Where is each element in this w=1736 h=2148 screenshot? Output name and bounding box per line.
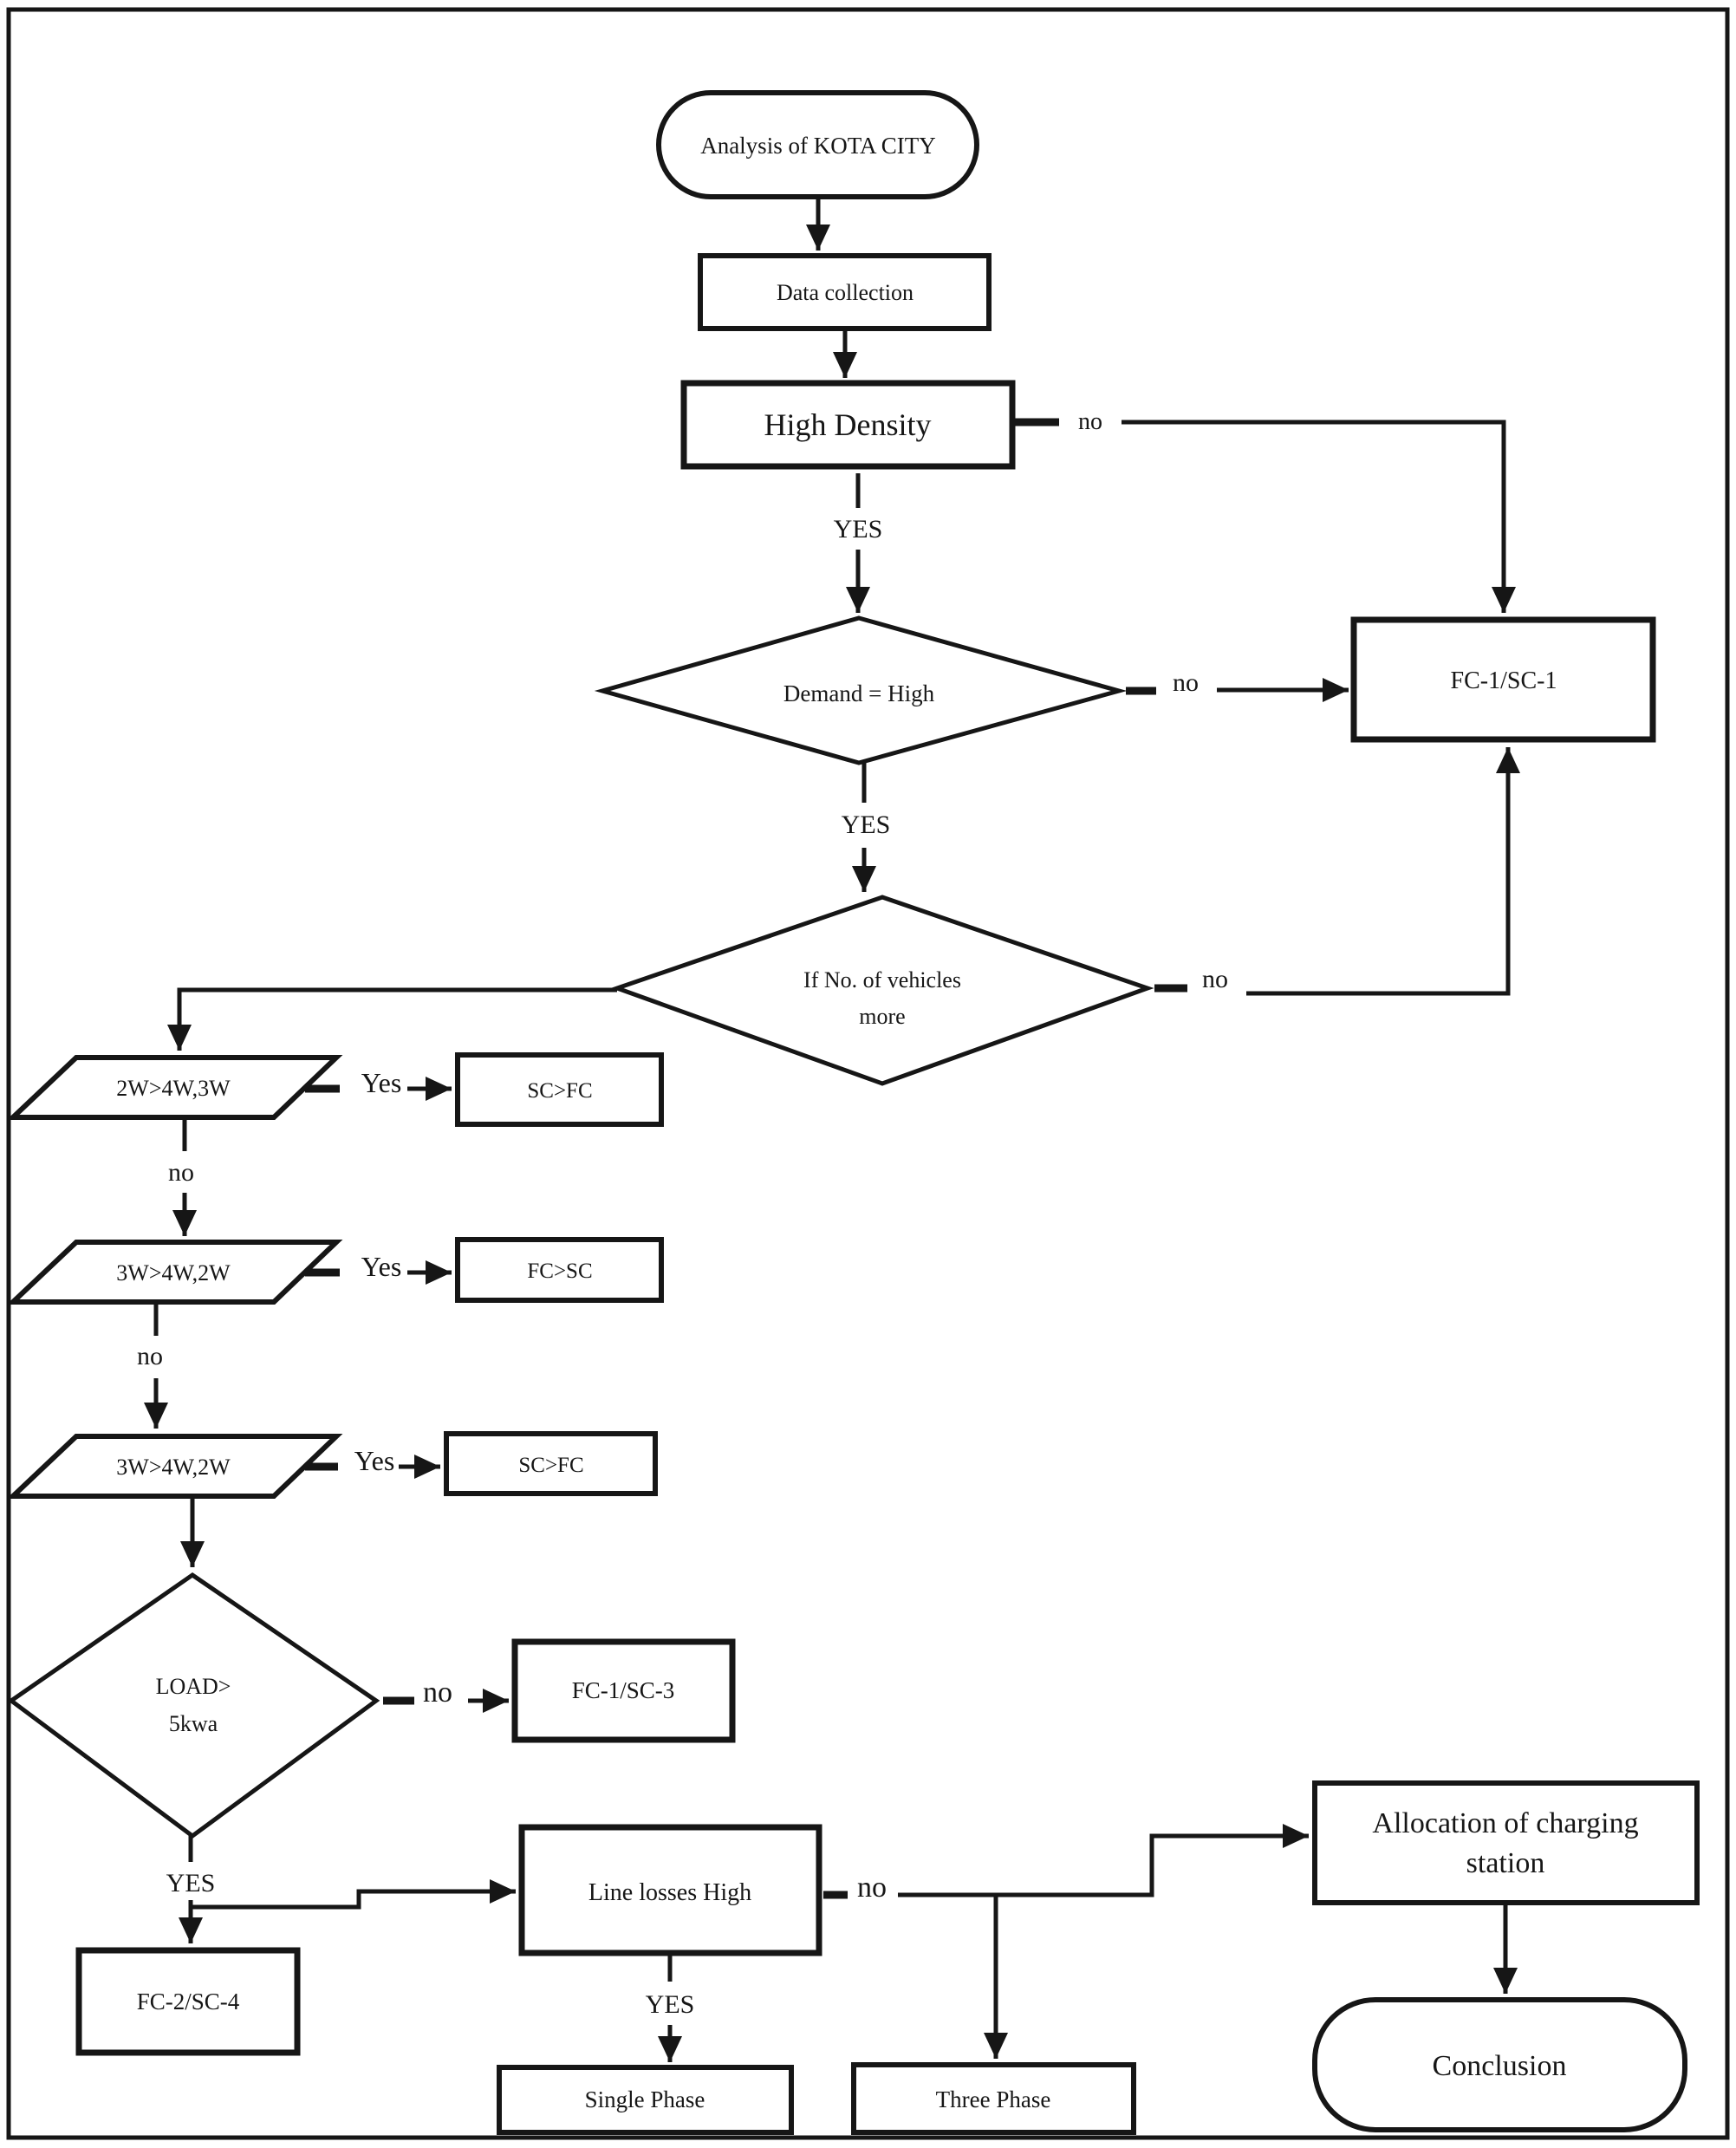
edge-labels: no YES no YES no Yes no Yes no Yes no YE… <box>137 408 1228 2019</box>
three-phase-shape <box>851 2062 1136 2135</box>
single-phase-label: Single Phase <box>585 2086 705 2112</box>
label-line-losses-yes: YES <box>646 1990 695 2019</box>
allocation-label-line2: station <box>1466 1847 1545 1879</box>
node-three-phase: Three Phase <box>851 2062 1136 2135</box>
node-fc1-sc3: FC-1/SC-3 <box>511 1638 736 1743</box>
start-terminator-shape <box>656 90 979 199</box>
fc1-sc3-shape <box>511 1638 736 1743</box>
label-p2w-yes: Yes <box>361 1067 402 1098</box>
node-allocation: Allocation of charging station <box>1312 1780 1700 1905</box>
node-demand-decision: Demand = High <box>594 615 1128 765</box>
p2w-label: 2W>4W,3W <box>116 1076 231 1101</box>
edges <box>144 197 1520 2062</box>
node-load-decision: LOAD> 5kwa <box>7 1572 380 1839</box>
node-p3wb-data: 3W>4W,2W <box>6 1434 343 1499</box>
p3wa-label: 3W>4W,2W <box>116 1260 231 1286</box>
edge-line-losses-no <box>898 1824 1309 1897</box>
start-label: Analysis of KOTA CITY <box>700 133 936 159</box>
vehicles-diamond-shape <box>610 895 1154 1086</box>
node-sc-fc-1: SC>FC <box>455 1052 664 1127</box>
fc1-sc3-label: FC-1/SC-3 <box>572 1677 675 1703</box>
three-phase-label: Three Phase <box>936 2086 1051 2112</box>
fc-sc-shape <box>455 1237 664 1303</box>
p2w-parallelogram-shape <box>6 1055 343 1120</box>
label-p3wa-no: no <box>137 1342 163 1370</box>
vehicles-label-line1: If No. of vehicles <box>803 967 961 993</box>
node-single-phase: Single Phase <box>497 2065 794 2135</box>
demand-diamond-shape <box>594 615 1128 765</box>
node-fc1-sc1: FC-1/SC-1 <box>1350 616 1656 743</box>
node-p3wa-data: 3W>4W,2W <box>6 1240 343 1305</box>
vehicles-label-line2: more <box>859 1004 905 1029</box>
node-data-collection: Data collection <box>698 253 992 331</box>
edge-high-density-no <box>1122 420 1516 613</box>
fc2-sc4-label: FC-2/SC-4 <box>137 1989 240 2015</box>
node-vehicles-decision: If No. of vehicles more <box>610 895 1154 1086</box>
high-density-shape <box>680 380 1016 470</box>
data-collection-shape <box>698 253 992 331</box>
sc-fc-2-label: SC>FC <box>518 1454 583 1477</box>
fc1-sc1-label: FC-1/SC-1 <box>1451 667 1557 694</box>
node-sc-fc-2: SC>FC <box>444 1431 658 1496</box>
label-p3wa-yes: Yes <box>361 1251 402 1282</box>
high-density-label: High Density <box>764 407 932 442</box>
node-line-losses: Line losses High <box>518 1824 822 1956</box>
fc-sc-label: FC>SC <box>527 1260 592 1283</box>
single-phase-shape <box>497 2065 794 2135</box>
label-load-no: no <box>423 1676 452 1709</box>
label-p2w-no: no <box>168 1158 194 1187</box>
node-conclusion: Conclusion <box>1312 1997 1687 2132</box>
edge-vehicles-yes-left <box>167 987 617 1051</box>
edge-load-yes-to-line-losses <box>191 1879 516 1910</box>
node-start: Analysis of KOTA CITY <box>656 90 979 199</box>
node-p2w-data: 2W>4W,3W <box>6 1055 343 1120</box>
edge-vehicles-no <box>1246 747 1520 996</box>
p3wb-label: 3W>4W,2W <box>116 1455 231 1480</box>
node-fc-sc: FC>SC <box>455 1237 664 1303</box>
label-vehicles-no: no <box>1202 965 1228 993</box>
p3wa-parallelogram-shape <box>6 1240 343 1305</box>
demand-label: Demand = High <box>783 680 935 706</box>
sc-fc-1-label: SC>FC <box>527 1079 592 1103</box>
label-demand-no: no <box>1173 668 1199 697</box>
load-label-line2: 5kwa <box>169 1711 218 1736</box>
line-losses-shape <box>518 1824 822 1956</box>
label-line-losses-no: no <box>857 1871 887 1904</box>
label-demand-yes: YES <box>842 810 891 839</box>
fc1-sc1-shape <box>1350 616 1656 743</box>
node-fc2-sc4: FC-2/SC-4 <box>75 1947 301 2056</box>
fc2-sc4-shape <box>75 1947 301 2056</box>
label-high-density-yes: YES <box>834 515 883 544</box>
conclusion-terminator-shape <box>1312 1997 1687 2132</box>
label-p3wb-yes: Yes <box>354 1445 395 1476</box>
sc-fc-1-shape <box>455 1052 664 1127</box>
load-label-line1: LOAD> <box>156 1674 231 1699</box>
conclusion-label: Conclusion <box>1433 2050 1567 2082</box>
p3wb-parallelogram-shape <box>6 1434 343 1499</box>
label-high-density-no: no <box>1078 408 1102 435</box>
load-diamond-shape <box>7 1572 380 1839</box>
data-collection-label: Data collection <box>777 280 914 305</box>
label-load-yes: YES <box>166 1869 216 1897</box>
allocation-label-line1: Allocation of charging <box>1372 1807 1638 1839</box>
node-high-density: High Density <box>680 380 1016 470</box>
line-losses-label: Line losses High <box>588 1879 751 1906</box>
allocation-shape <box>1312 1780 1700 1905</box>
sc-fc-2-shape <box>444 1431 658 1496</box>
